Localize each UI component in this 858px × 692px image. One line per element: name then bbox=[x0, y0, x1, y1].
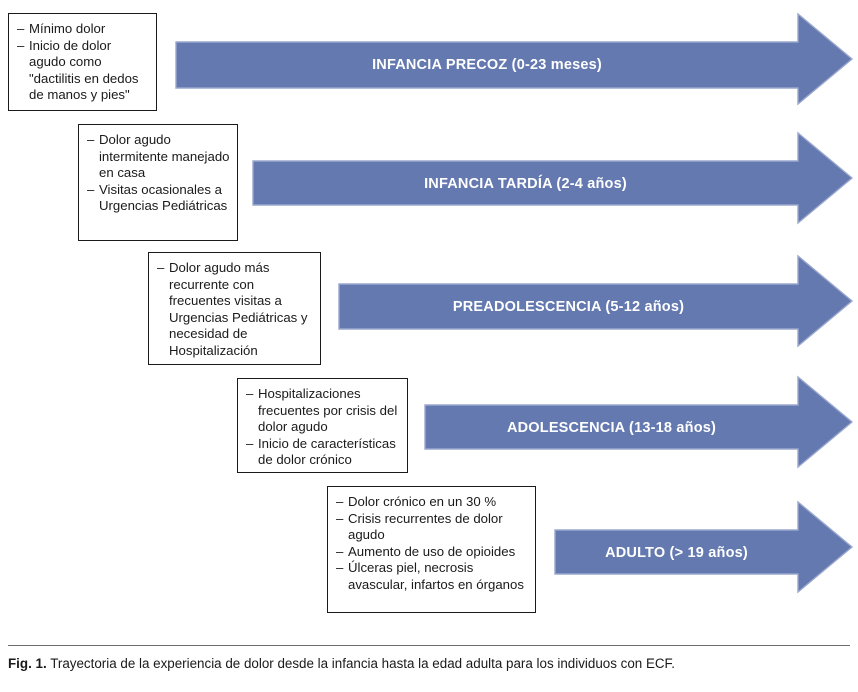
note-list: Dolor agudo más recurrente con frecuente… bbox=[157, 260, 313, 360]
arrow-preadolescencia bbox=[338, 254, 854, 348]
arrow-adolescencia bbox=[424, 375, 854, 469]
note-list: Mínimo dolor Inicio de dolor agudo como … bbox=[17, 21, 149, 104]
arrow-label-adulto: ADULTO (> 19 años) bbox=[605, 545, 748, 561]
arrow-layer bbox=[175, 12, 854, 594]
arrow-adulto bbox=[554, 500, 854, 594]
figure-canvas: INFANCIA PRECOZ (0-23 meses) INFANCIA TA… bbox=[0, 0, 858, 628]
note-item: Crisis recurrentes de dolor agudo bbox=[336, 511, 528, 544]
note-box-preadolescencia: Dolor agudo más recurrente con frecuente… bbox=[148, 252, 321, 365]
note-item: Inicio de dolor agudo como "dactilitis e… bbox=[17, 38, 149, 104]
note-item: Dolor agudo más recurrente con frecuente… bbox=[157, 260, 313, 360]
note-box-infancia-tardia: Dolor agudo intermitente manejado en cas… bbox=[78, 124, 238, 241]
note-item: Dolor agudo intermitente manejado en cas… bbox=[87, 132, 230, 182]
figure-caption: Fig. 1. Trayectoria de la experiencia de… bbox=[8, 655, 850, 673]
note-list: Dolor crónico en un 30 % Crisis recurren… bbox=[336, 494, 528, 594]
note-item: Visitas ocasionales a Urgencias Pediátri… bbox=[87, 182, 230, 215]
note-box-infancia-precoz: Mínimo dolor Inicio de dolor agudo como … bbox=[8, 13, 157, 111]
note-box-adulto: Dolor crónico en un 30 % Crisis recurren… bbox=[327, 486, 536, 613]
figure-caption-label: Fig. 1. bbox=[8, 656, 47, 671]
caption-divider bbox=[8, 645, 850, 647]
arrow-infancia-precoz bbox=[175, 12, 854, 106]
note-item: Hospitalizaciones frecuentes por crisis … bbox=[246, 386, 400, 436]
note-item: Mínimo dolor bbox=[17, 21, 149, 38]
note-item: Úlceras piel, necrosis avascular, infart… bbox=[336, 560, 528, 593]
arrow-label-infancia-tardia: INFANCIA TARDÍA (2-4 años) bbox=[424, 176, 627, 192]
arrow-label-preadolescencia: PREADOLESCENCIA (5-12 años) bbox=[452, 299, 685, 315]
arrow-infancia-tardia bbox=[252, 131, 854, 225]
note-list: Dolor agudo intermitente manejado en cas… bbox=[87, 132, 230, 215]
note-list: Hospitalizaciones frecuentes por crisis … bbox=[246, 386, 400, 469]
note-item: Dolor crónico en un 30 % bbox=[336, 494, 528, 511]
note-item: Inicio de características de dolor cróni… bbox=[246, 436, 400, 469]
arrow-label-adolescencia: ADOLESCENCIA (13-18 años) bbox=[506, 420, 717, 436]
figure-caption-text: Trayectoria de la experiencia de dolor d… bbox=[50, 656, 675, 671]
note-item: Aumento de uso de opioides bbox=[336, 544, 528, 561]
arrow-label-infancia-precoz: INFANCIA PRECOZ (0-23 meses) bbox=[372, 57, 602, 73]
note-box-adolescencia: Hospitalizaciones frecuentes por crisis … bbox=[237, 378, 408, 473]
